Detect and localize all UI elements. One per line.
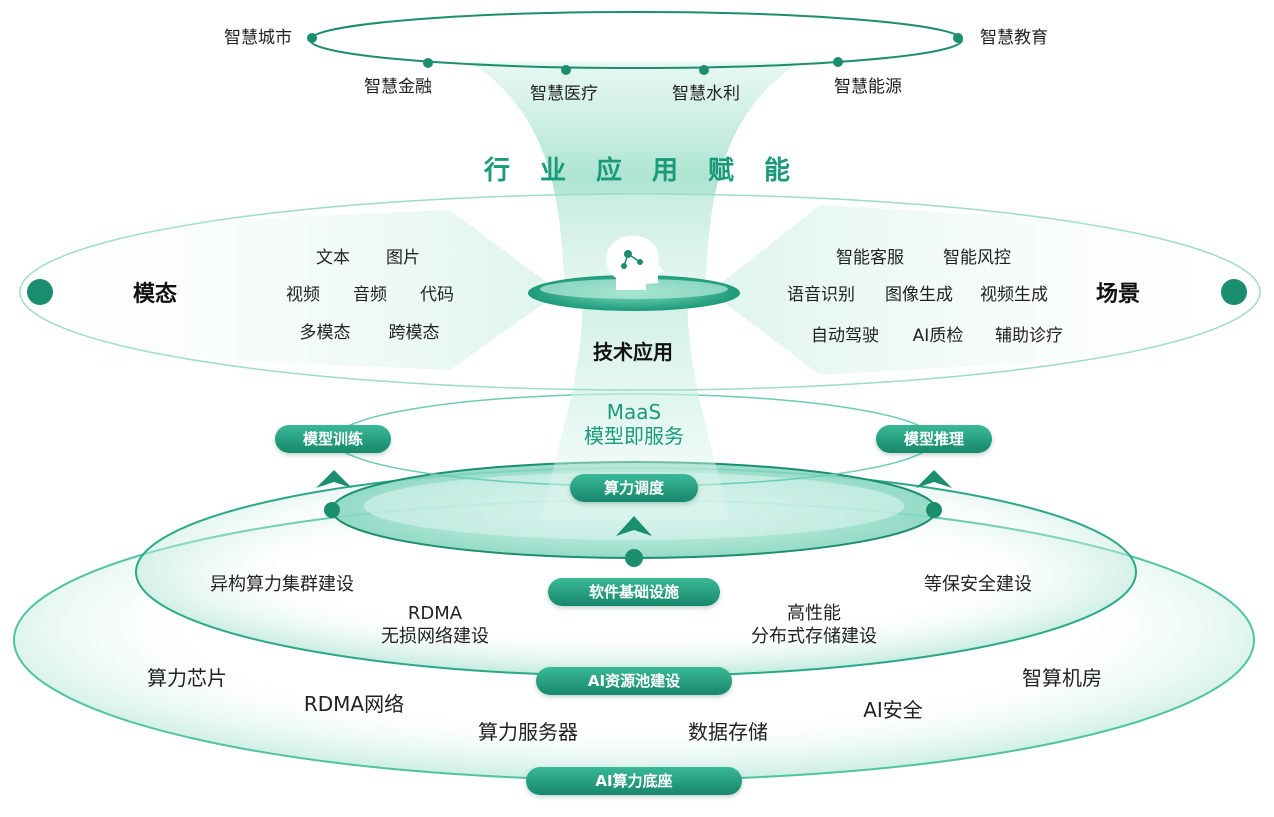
dot-modality — [27, 279, 53, 305]
scene-title: 场景 — [1095, 282, 1141, 307]
ai-head-icon — [606, 235, 664, 290]
label-smart-energy: 智慧能源 — [834, 77, 902, 97]
dot-finance — [423, 58, 433, 68]
ai-resource-pool-pill: AI资源池建设 — [536, 667, 732, 695]
title-industry: 行业应用赋能 — [483, 156, 821, 186]
dot-medical — [561, 65, 571, 75]
pool-item-rdma-line1: RDMA — [407, 603, 463, 624]
compute-scheduling-pill: 算力调度 — [570, 474, 698, 502]
dot-education — [953, 33, 963, 43]
pool-item-hetero: 异构算力集群建设 — [210, 574, 354, 595]
scene-item: 智能客服 — [836, 248, 904, 268]
arrow-up-icon — [916, 470, 952, 488]
modality-item: 代码 — [420, 285, 454, 305]
base-item: 智算机房 — [1022, 666, 1102, 690]
scene-item: 辅助诊疗 — [995, 326, 1063, 346]
modality-item: 文本 — [316, 248, 350, 268]
base-item: 算力服务器 — [478, 720, 578, 744]
scene-item: 视频生成 — [980, 285, 1048, 305]
base-item: 算力芯片 — [147, 666, 227, 690]
scene-item: 智能风控 — [943, 248, 1011, 268]
dot-water — [699, 65, 709, 75]
modality-item: 图片 — [386, 248, 420, 268]
pool-item-storage-line1: 高性能 — [787, 603, 841, 624]
maas-label: MaaS 模型即服务 — [584, 400, 684, 448]
arrow-up-icon — [616, 516, 652, 536]
tech-application-label: 技术应用 — [593, 340, 673, 364]
dot-energy — [833, 57, 843, 67]
scene-item: AI质检 — [912, 326, 964, 346]
dot-train — [324, 502, 340, 518]
base-item: 数据存储 — [688, 720, 768, 744]
maas-line1: MaaS — [606, 400, 662, 424]
funnel-top — [470, 62, 800, 290]
scene-item: 语音识别 — [787, 285, 855, 305]
dot-infer — [926, 502, 942, 518]
base-item: RDMA网络 — [303, 692, 405, 716]
modality-item: 视频 — [286, 285, 320, 305]
scene-item: 自动驾驶 — [811, 326, 879, 346]
modality-item: 音频 — [353, 285, 387, 305]
dot-city — [307, 33, 317, 43]
modality-item: 跨模态 — [388, 323, 440, 343]
label-smart-medical: 智慧医疗 — [530, 84, 598, 104]
label-smart-city: 智慧城市 — [224, 28, 292, 48]
ai-compute-base-pill: AI算力底座 — [526, 767, 742, 795]
dot-scene — [1221, 279, 1247, 305]
modality-item: 多模态 — [299, 323, 351, 343]
funnel-stem — [540, 300, 730, 520]
arrow-up-icon — [316, 470, 352, 488]
dot-software — [625, 549, 643, 567]
pool-item-rdma: RDMA 无损网络建设 — [381, 603, 489, 648]
pool-item-storage-line2: 分布式存储建设 — [751, 625, 877, 647]
pool-item-storage: 高性能 分布式存储建设 — [751, 603, 877, 648]
model-inference-pill: 模型推理 — [876, 425, 992, 453]
label-smart-finance: 智慧金融 — [364, 77, 432, 97]
software-infra-pill: 软件基础设施 — [548, 578, 720, 606]
pool-item-rdma-line2: 无损网络建设 — [381, 625, 489, 647]
label-smart-education: 智慧教育 — [980, 28, 1048, 48]
label-smart-water: 智慧水利 — [672, 84, 740, 104]
base-item: AI安全 — [863, 698, 923, 722]
modality-title: 模态 — [132, 282, 178, 307]
pool-item-security: 等保安全建设 — [924, 574, 1032, 595]
top-ring — [309, 11, 963, 69]
model-training-pill: 模型训练 — [275, 425, 391, 453]
maas-line2: 模型即服务 — [584, 424, 684, 448]
scene-item: 图像生成 — [885, 285, 953, 305]
